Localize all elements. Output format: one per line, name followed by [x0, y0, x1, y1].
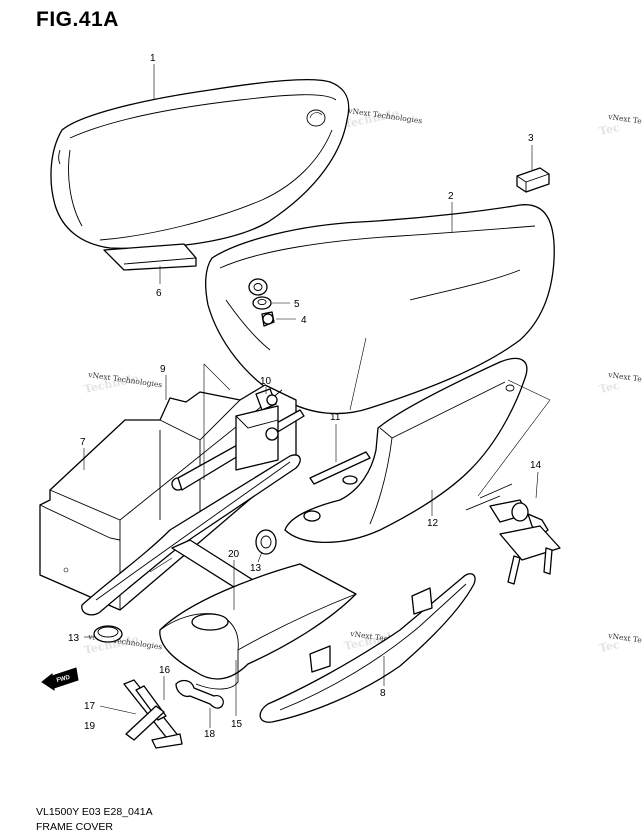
part-13-grommet	[93, 625, 123, 643]
part-13-grommet	[255, 529, 277, 555]
part-10-bolt	[235, 388, 279, 471]
callout-19: 19	[84, 721, 96, 732]
part-7-tray	[39, 384, 297, 611]
svg-text:Tec: Tec	[598, 379, 621, 396]
callout-17: 17	[84, 701, 96, 712]
figure-caption: FRAME COVER	[36, 821, 114, 833]
fwd-arrow: FWD	[41, 667, 79, 691]
part-5-grommet	[252, 296, 272, 310]
part-15-tool-bag	[159, 563, 357, 690]
callout-8: 8	[380, 688, 386, 699]
callout-11: 11	[330, 412, 341, 423]
part-18-spanner	[175, 679, 224, 709]
callout-4: 4	[301, 315, 307, 326]
part-6-bracket	[103, 243, 197, 271]
leader-lines	[83, 64, 551, 728]
callout-15: 15	[231, 719, 243, 730]
callout-20: 20	[228, 549, 240, 560]
callout-6: 6	[156, 288, 162, 299]
part-17-hex-wrench	[125, 685, 167, 741]
model-code: VL1500Y E03 E28_041A	[36, 806, 153, 818]
part-14-lock-set	[465, 483, 561, 585]
part-2-side-cover	[205, 204, 555, 415]
part-12-cover	[284, 357, 528, 544]
callout-5: 5	[294, 299, 300, 310]
part-4-screw	[261, 311, 275, 327]
callout-2: 2	[448, 191, 454, 202]
callout-13-left: 13	[68, 633, 80, 644]
part-11-seal	[309, 451, 371, 485]
callout-9: 9	[160, 364, 166, 375]
callout-12: 12	[427, 518, 439, 529]
callout-10: 10	[260, 376, 272, 387]
callout-3: 3	[528, 133, 534, 144]
callout-labels: 1 2 3 4 5 6 7 8 9 10 11 12 13 13 14 15 1…	[68, 53, 542, 740]
part-3-rubber	[516, 167, 550, 193]
fwd-label: FWD	[56, 675, 71, 684]
part-8-cover	[259, 573, 476, 723]
callout-18: 18	[204, 729, 216, 740]
callout-7: 7	[80, 437, 86, 448]
callout-1: 1	[150, 53, 156, 64]
svg-text:Tec: Tec	[598, 121, 621, 138]
part-1-side-cover	[50, 78, 350, 249]
callout-16: 16	[159, 665, 171, 676]
callout-14: 14	[530, 460, 542, 471]
callout-13-right: 13	[250, 563, 262, 574]
figure-title: FIG.41A	[36, 8, 119, 31]
svg-text:Tec: Tec	[598, 638, 621, 655]
